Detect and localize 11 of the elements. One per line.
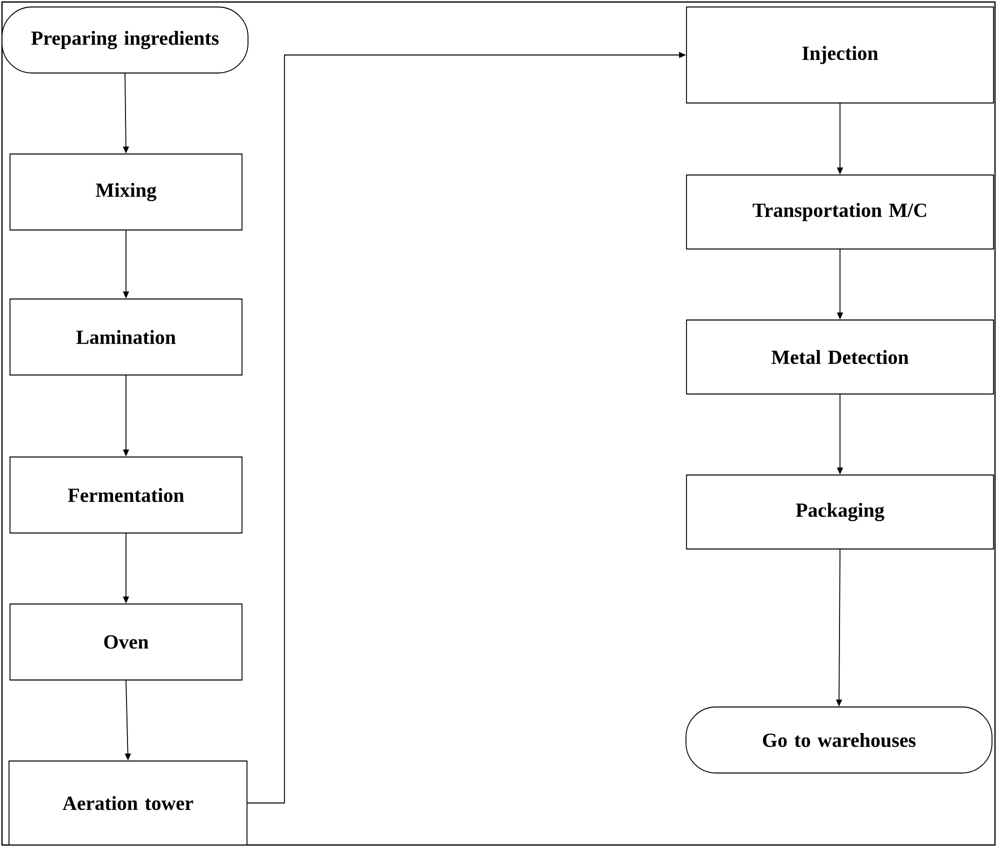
- process-box: Fermentation: [10, 456, 242, 534]
- process-box: Packaging: [686, 474, 994, 550]
- process-box: Aeration tower: [8, 760, 248, 846]
- process-box: Injection: [686, 6, 994, 104]
- process-box: Transportation M/C: [686, 174, 994, 250]
- terminal-box: Preparing ingredients: [2, 6, 248, 74]
- process-box: Mixing: [10, 154, 242, 230]
- process-box: Metal Detection: [686, 320, 994, 394]
- process-box: Oven: [10, 604, 242, 680]
- terminal-box: Go to warehouses: [686, 706, 992, 774]
- process-box: Lamination: [10, 298, 242, 376]
